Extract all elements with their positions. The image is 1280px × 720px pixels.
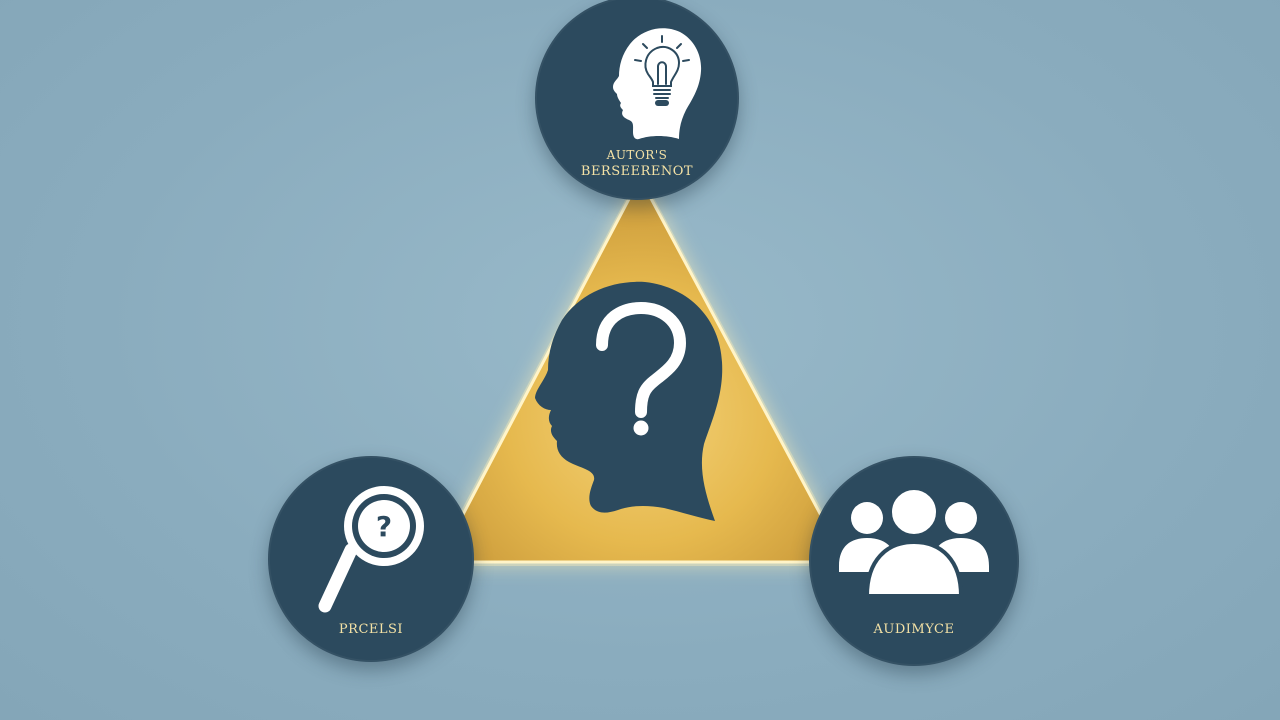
head-lightbulb-icon [613, 28, 702, 140]
node-label-left: PRCELSI [338, 622, 404, 637]
node-label-right: AUDIMYCE [873, 622, 955, 637]
magnifier-question-icon: ? [318, 486, 424, 613]
node-audience: AUDIMYCE [809, 456, 1019, 666]
node-label-top-line2: BERSEERENOT [580, 164, 694, 179]
svg-text:?: ? [376, 510, 392, 543]
node-authors-perspective: AUTOR'S BERSEERENOT [535, 0, 739, 200]
people-group-icon [839, 486, 989, 598]
node-purpose: ? PRCELSI [268, 456, 474, 662]
node-label-top-line1: AUTOR'S [606, 148, 668, 162]
head-question-icon [535, 281, 723, 521]
